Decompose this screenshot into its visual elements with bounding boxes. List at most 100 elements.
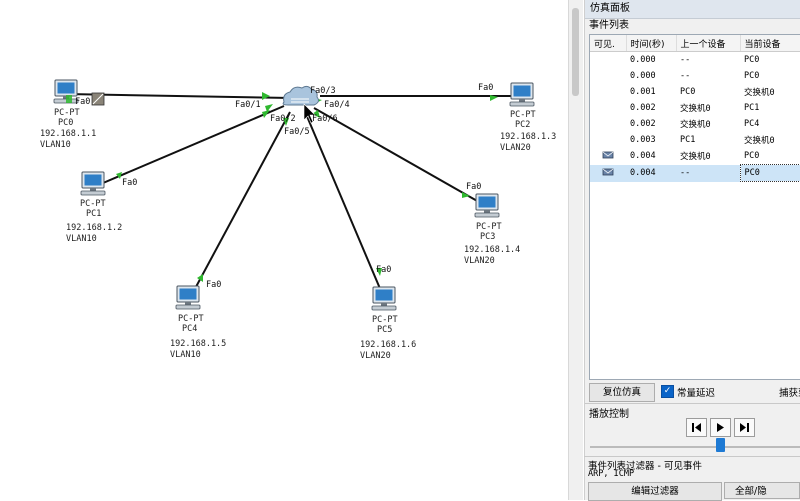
pc5-port-label: Fa0 bbox=[376, 265, 391, 275]
event-current-device-cell: PC0 bbox=[744, 55, 760, 65]
pc5-type-label: PC-PT bbox=[372, 315, 398, 325]
cable-pc3[interactable] bbox=[313, 107, 487, 207]
event-visible-cell bbox=[590, 84, 626, 100]
event-visible-cell bbox=[590, 52, 626, 69]
pc5-vlan-label: VLAN20 bbox=[360, 351, 391, 361]
topology-canvas[interactable]: Fa0/1 Fa0/2 Fa0/3 Fa0/4 Fa0/5 Fa0/6 Fa0 … bbox=[0, 0, 568, 500]
pc0-vlan-label: VLAN10 bbox=[40, 140, 71, 150]
pc3-port-label: Fa0 bbox=[466, 182, 481, 192]
sim-panel-title: 仿真面板 bbox=[585, 0, 800, 19]
col-last-device[interactable]: 上一个设备 bbox=[676, 35, 741, 52]
pc4-ip-label: 192.168.1.5 bbox=[170, 339, 226, 349]
event-last-device-cell: PC1 bbox=[680, 135, 696, 145]
event-current-device-cell: PC0 bbox=[739, 164, 800, 182]
event-current-device-cell: PC0 bbox=[744, 151, 760, 161]
port-label-fa06: Fa0/6 bbox=[312, 114, 338, 124]
pc3-type-label: PC-PT bbox=[476, 222, 502, 232]
workspace-scrollbar[interactable] bbox=[568, 0, 583, 500]
pc1-port-label: Fa0 bbox=[122, 178, 137, 188]
switch0[interactable] bbox=[282, 85, 319, 106]
pc4-name-label: PC4 bbox=[182, 324, 197, 334]
event-last-device-cell: 交换机0 bbox=[680, 104, 711, 114]
event-last-device-cell: -- bbox=[680, 71, 691, 81]
event-last-device-cell: PC0 bbox=[680, 87, 696, 97]
device-pc4[interactable]: Fa0 PC-PT PC4 192.168.1.5 VLAN10 bbox=[170, 280, 226, 360]
playback-controls-title: 播放控制 bbox=[589, 409, 629, 420]
event-visible-cell bbox=[590, 132, 626, 148]
link-indicators bbox=[116, 92, 498, 282]
step-forward-button[interactable] bbox=[734, 418, 755, 437]
pc0-type-label: PC-PT bbox=[54, 108, 80, 118]
event-time-cell: 0.000 bbox=[630, 71, 656, 81]
playback-speed-track[interactable] bbox=[590, 446, 800, 448]
cables bbox=[65, 93, 520, 299]
show-all-button[interactable]: 全部/隐 bbox=[724, 482, 800, 499]
device-pc5[interactable]: Fa0 PC-PT PC5 192.168.1.6 VLAN20 bbox=[360, 265, 416, 361]
event-last-device-cell: 交换机0 bbox=[680, 120, 711, 130]
event-visible-cell bbox=[590, 116, 626, 132]
event-row[interactable]: 0.004--PC0 bbox=[590, 164, 800, 182]
cable-pc5[interactable] bbox=[305, 113, 385, 299]
event-time-cell: 0.000 bbox=[630, 55, 656, 65]
event-list-table[interactable]: 可见. 时间(秒) 上一个设备 当前设备 0.000 -- PC0 0.000 -- PC… bbox=[589, 34, 800, 380]
event-time-cell: 0.004 bbox=[626, 164, 676, 182]
pc2-type-label: PC-PT bbox=[510, 110, 536, 120]
pc2-port-label: Fa0 bbox=[478, 83, 493, 93]
play-button[interactable] bbox=[710, 418, 731, 437]
event-visible-cell bbox=[590, 164, 626, 182]
pc3-vlan-label: VLAN20 bbox=[464, 256, 495, 266]
port-label-fa04: Fa0/4 bbox=[324, 100, 350, 110]
cable-pc1[interactable] bbox=[95, 105, 285, 187]
step-back-icon bbox=[692, 423, 701, 432]
pc3-name-label: PC3 bbox=[480, 232, 495, 242]
pc0-ip-label: 192.168.1.1 bbox=[40, 129, 96, 139]
event-time-cell: 0.003 bbox=[630, 135, 656, 145]
cable-pc4[interactable] bbox=[189, 111, 291, 299]
playback-speed-slider[interactable] bbox=[716, 438, 725, 452]
pc0-name-label: PC0 bbox=[58, 118, 73, 128]
device-pc0[interactable]: Fa0 PC-PT PC0 192.168.1.1 VLAN10 bbox=[40, 79, 105, 150]
pc4-port-label: Fa0 bbox=[206, 280, 221, 290]
packet-envelope-icon bbox=[602, 168, 614, 175]
reset-simulation-button[interactable]: 复位仿真 bbox=[589, 383, 655, 402]
col-visible[interactable]: 可见. bbox=[590, 35, 627, 52]
device-pc3[interactable]: Fa0 PC-PT PC3 192.168.1.4 VLAN20 bbox=[464, 182, 520, 266]
pc5-ip-label: 192.168.1.6 bbox=[360, 340, 416, 350]
event-last-device-cell: -- bbox=[680, 55, 691, 65]
col-current-device[interactable]: 当前设备 bbox=[740, 35, 800, 52]
packet-envelope-icon bbox=[602, 151, 614, 159]
event-row[interactable]: 0.000 -- PC0 bbox=[590, 68, 800, 84]
event-current-device-cell: PC0 bbox=[744, 71, 760, 81]
port-label-fa05: Fa0/5 bbox=[284, 127, 310, 137]
port-label-fa03: Fa0/3 bbox=[310, 86, 336, 96]
edit-filter-button[interactable]: 编辑过滤器 bbox=[588, 482, 722, 501]
port-label-fa01: Fa0/1 bbox=[235, 100, 261, 110]
mouse-pointer-icon bbox=[303, 103, 316, 124]
pc2-ip-label: 192.168.1.3 bbox=[500, 132, 556, 142]
pc1-type-label: PC-PT bbox=[80, 199, 106, 209]
pc1-ip-label: 192.168.1.2 bbox=[66, 223, 122, 233]
capture-button[interactable]: 捕获到 bbox=[779, 388, 800, 399]
event-last-device-cell: 交换机0 bbox=[680, 152, 711, 163]
event-list-title: 事件列表 bbox=[589, 20, 629, 31]
constant-delay-checkbox[interactable]: ✓ bbox=[661, 385, 674, 398]
device-pc1[interactable]: Fa0 PC-PT PC1 192.168.1.2 VLAN10 bbox=[66, 171, 137, 244]
simulation-panel: 仿真面板 事件列表 可见. 时间(秒) 上一个设备 当前设备 0.000 -- PC… bbox=[584, 0, 800, 500]
step-forward-icon bbox=[740, 423, 749, 432]
device-pc2[interactable]: Fa0 PC-PT PC2 192.168.1.3 VLAN20 bbox=[478, 82, 556, 153]
port-label-fa02: Fa0/2 bbox=[270, 114, 296, 124]
step-back-button[interactable] bbox=[686, 418, 707, 437]
event-current-device-cell: PC4 bbox=[744, 119, 760, 129]
workspace-scrollbar-thumb[interactable] bbox=[572, 8, 579, 96]
event-visible-cell bbox=[590, 68, 626, 84]
col-time[interactable]: 时间(秒) bbox=[626, 35, 677, 52]
event-row[interactable]: 0.000 -- PC0 bbox=[590, 52, 800, 69]
pc1-name-label: PC1 bbox=[86, 209, 101, 219]
switch-port-labels: Fa0/1 Fa0/2 Fa0/3 Fa0/4 Fa0/5 Fa0/6 bbox=[235, 86, 350, 137]
event-visible-cell bbox=[590, 148, 626, 165]
